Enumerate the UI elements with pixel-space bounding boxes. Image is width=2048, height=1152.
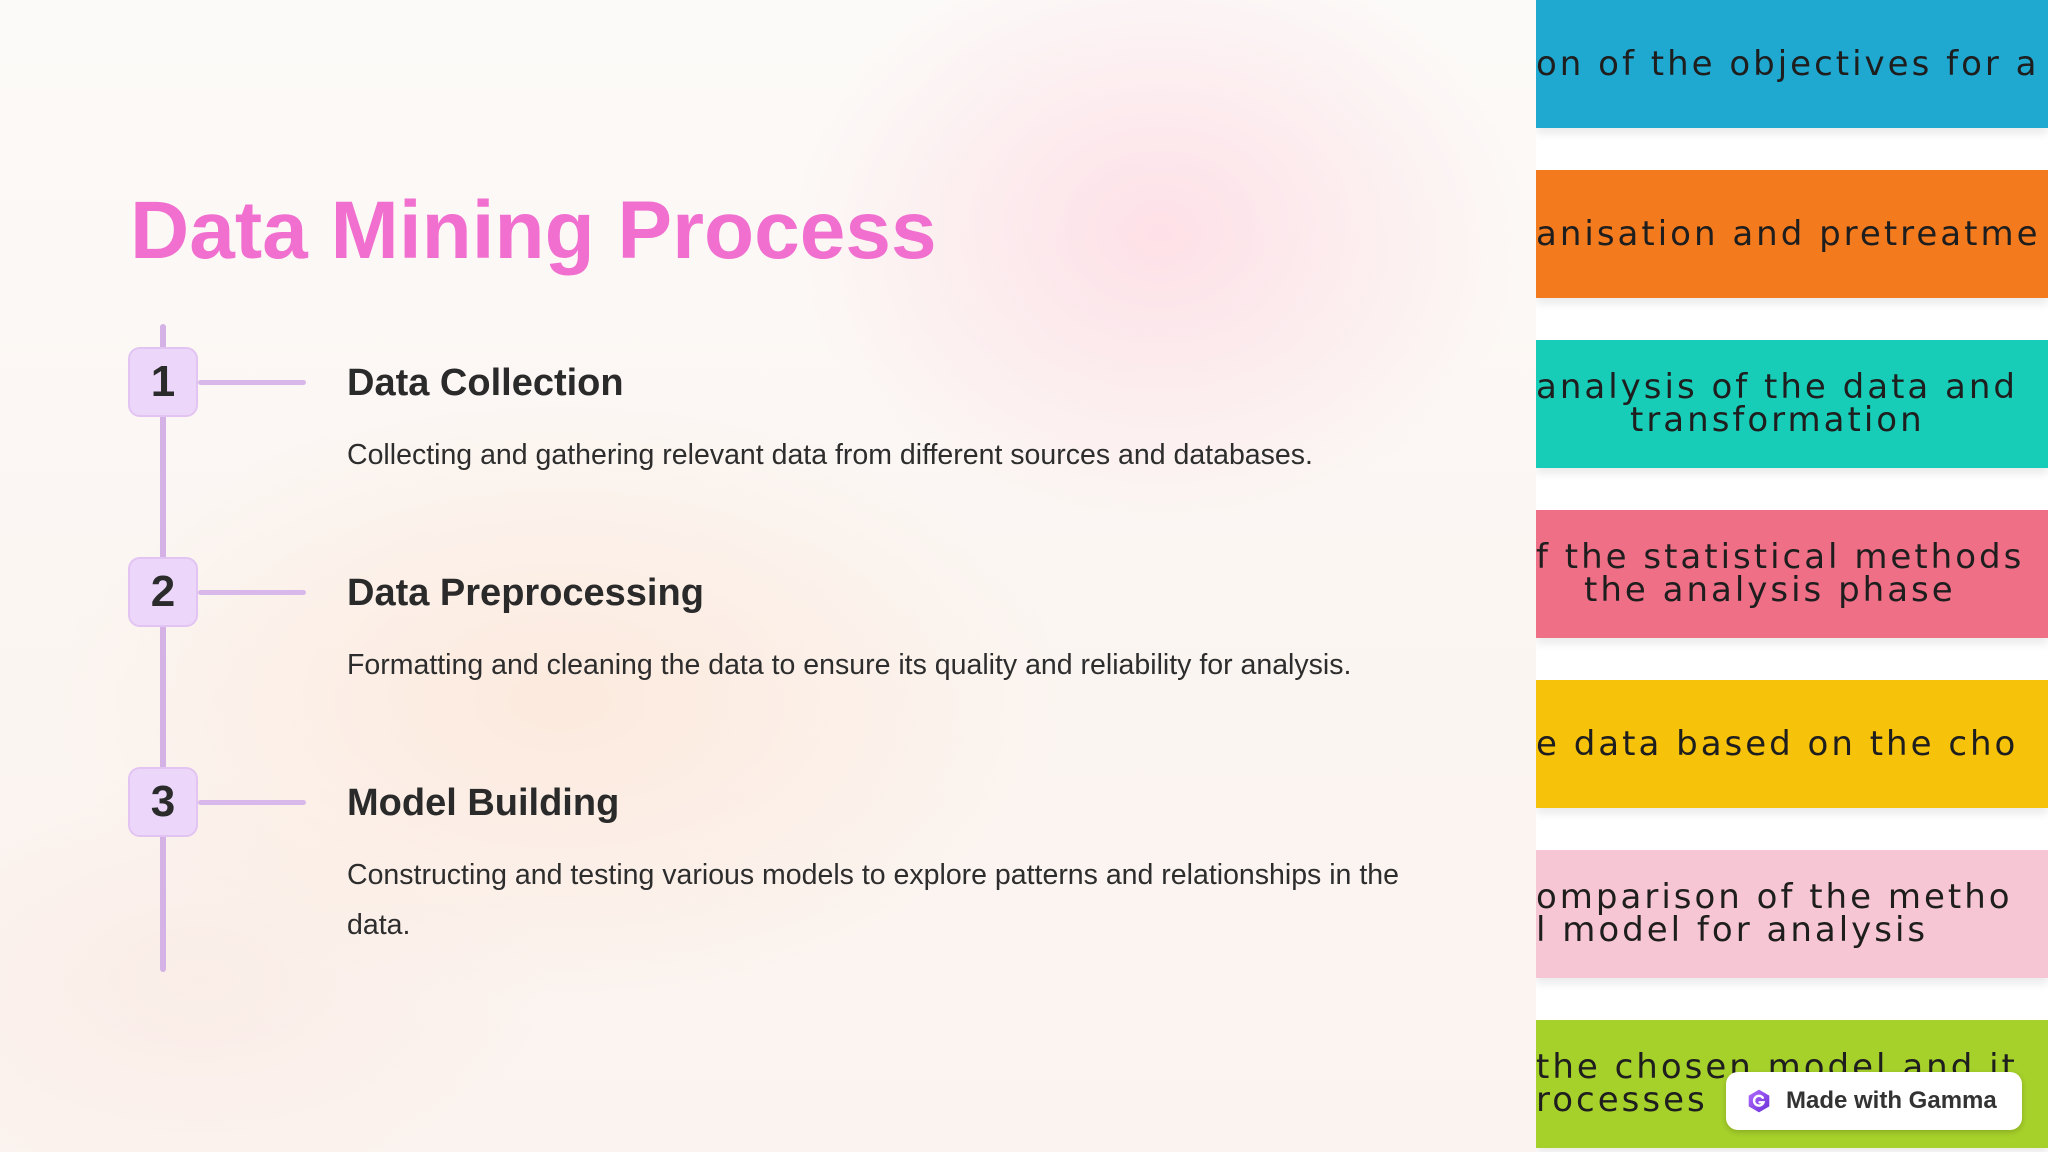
step-connector (198, 800, 306, 805)
side-image: on of the objectives for a anisation and… (1536, 0, 2048, 1152)
badge-label: Made with Gamma (1786, 1087, 1997, 1114)
step-connector (198, 380, 306, 385)
step-description: Collecting and gathering relevant data f… (347, 439, 1313, 471)
image-band: e data based on the cho (1536, 680, 2048, 808)
gamma-logo-icon (1748, 1089, 1770, 1113)
slide-background (0, 0, 1536, 1152)
step-number-badge: 2 (128, 557, 198, 627)
band-text: e data based on the cho (1536, 723, 2019, 764)
timeline-line (160, 324, 166, 972)
band-text: omparison of the metho (1536, 877, 2013, 917)
step-number-badge: 3 (128, 767, 198, 837)
step-title: Data Collection (347, 362, 624, 404)
image-band: analysis of the data and transformation (1536, 340, 2048, 468)
step-description: Constructing and testing various models … (347, 859, 1399, 941)
step-title: Data Preprocessing (347, 572, 704, 614)
band-text: rocesses (1536, 1080, 1708, 1120)
step-number-badge: 1 (128, 347, 198, 417)
step-description: Formatting and cleaning the data to ensu… (347, 649, 1352, 681)
band-text: analysis of the data and (1536, 367, 2019, 407)
made-with-gamma-badge[interactable]: Made with Gamma (1726, 1072, 2022, 1130)
step-title: Model Building (347, 782, 620, 824)
image-band: anisation and pretreatme (1536, 170, 2048, 298)
band-text: the analysis phase (1584, 570, 1956, 610)
band-text: on of the objectives for a (1536, 43, 2040, 84)
band-text: transformation (1630, 400, 1925, 440)
slide-title: Data Mining Process (130, 185, 937, 276)
band-text: f the statistical methods (1536, 537, 2025, 577)
image-band: omparison of the metho l model for analy… (1536, 850, 2048, 978)
band-text: l model for analysis (1536, 910, 1929, 950)
band-text: anisation and pretreatme (1536, 213, 2041, 254)
step-connector (198, 590, 306, 595)
image-band: f the statistical methods the analysis p… (1536, 510, 2048, 638)
image-band: on of the objectives for a (1536, 0, 2048, 128)
